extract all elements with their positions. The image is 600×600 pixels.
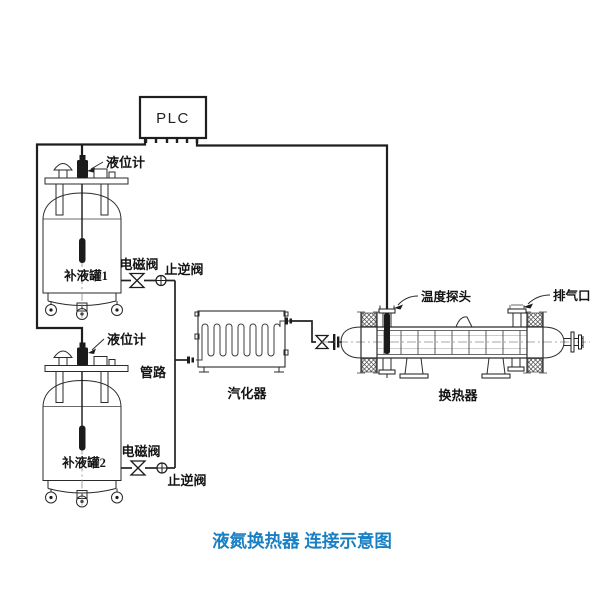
check-valve-2-label: 止逆阀 bbox=[167, 473, 206, 488]
pipeline-label: 管路 bbox=[140, 365, 167, 380]
exhaust-port-nozzle bbox=[507, 304, 527, 327]
vaporizer bbox=[187, 310, 292, 373]
tank-2: 补液罐2 bbox=[42, 341, 129, 510]
wire-to-level-gauges bbox=[35, 138, 147, 349]
solenoid-valve-2-label: 电磁阀 bbox=[121, 444, 160, 459]
hx-left-head bbox=[340, 326, 362, 359]
wire-to-temp-probe bbox=[195, 138, 389, 312]
vaporizer-inlet-flange bbox=[187, 356, 190, 364]
hx-baffles bbox=[383, 330, 521, 355]
level-gauge-2-label: 液位计 bbox=[107, 332, 146, 347]
temp-probe-assembly bbox=[378, 305, 396, 378]
check-valve-2-symbol bbox=[156, 462, 168, 474]
plc-box: PLC bbox=[138, 95, 208, 143]
arrow-icon bbox=[523, 303, 533, 309]
temp-probe-label: 温度探头 bbox=[421, 289, 472, 304]
tank-1-label: 补液罐1 bbox=[63, 268, 108, 283]
solenoid-valve-1-label: 电磁阀 bbox=[119, 257, 158, 272]
diagram-title: 液氮换热器 连接示意图 bbox=[212, 531, 392, 551]
vaporizer-outlet-flange bbox=[285, 317, 288, 325]
heat-exchanger bbox=[322, 304, 590, 379]
temp-probe-rod bbox=[384, 313, 390, 354]
check-valve-1-symbol bbox=[155, 274, 167, 287]
arrow-icon bbox=[88, 348, 96, 354]
annotations: 液位计 液位计 电磁阀 止逆阀 电磁阀 止逆阀 管路 汽化器 换热器 温度探头 … bbox=[87, 155, 591, 488]
hx-flange-block bbox=[361, 312, 377, 327]
hx-supports bbox=[399, 357, 511, 379]
tank-2-label: 补液罐2 bbox=[61, 455, 106, 470]
hx-flange-block bbox=[527, 312, 543, 327]
exhaust-port-label: 排气口 bbox=[553, 288, 591, 303]
tank-1: 补液罐1 bbox=[42, 154, 129, 322]
solenoid-valve-2-symbol bbox=[129, 460, 147, 476]
hx-lug bbox=[455, 316, 473, 328]
liquid-piping bbox=[121, 272, 187, 476]
vaporizer-legs bbox=[199, 367, 284, 373]
arrow-icon bbox=[87, 167, 95, 173]
vaporizer-coil bbox=[196, 320, 292, 361]
plc-label: PLC bbox=[156, 110, 190, 127]
gas-piping bbox=[292, 320, 342, 350]
solenoid-valve-1-symbol bbox=[128, 272, 146, 289]
check-valve-1-label: 止逆阀 bbox=[164, 262, 203, 277]
level-gauge-1-label: 液位计 bbox=[106, 155, 145, 170]
hx-flange-block bbox=[527, 358, 543, 373]
hx-right-head bbox=[542, 326, 565, 359]
heat-exchanger-label: 换热器 bbox=[438, 388, 478, 403]
hx-right-nozzle bbox=[564, 331, 584, 353]
arrow-icon bbox=[394, 304, 403, 310]
hx-flange-block bbox=[361, 358, 377, 373]
vaporizer-label: 汽化器 bbox=[227, 386, 267, 401]
